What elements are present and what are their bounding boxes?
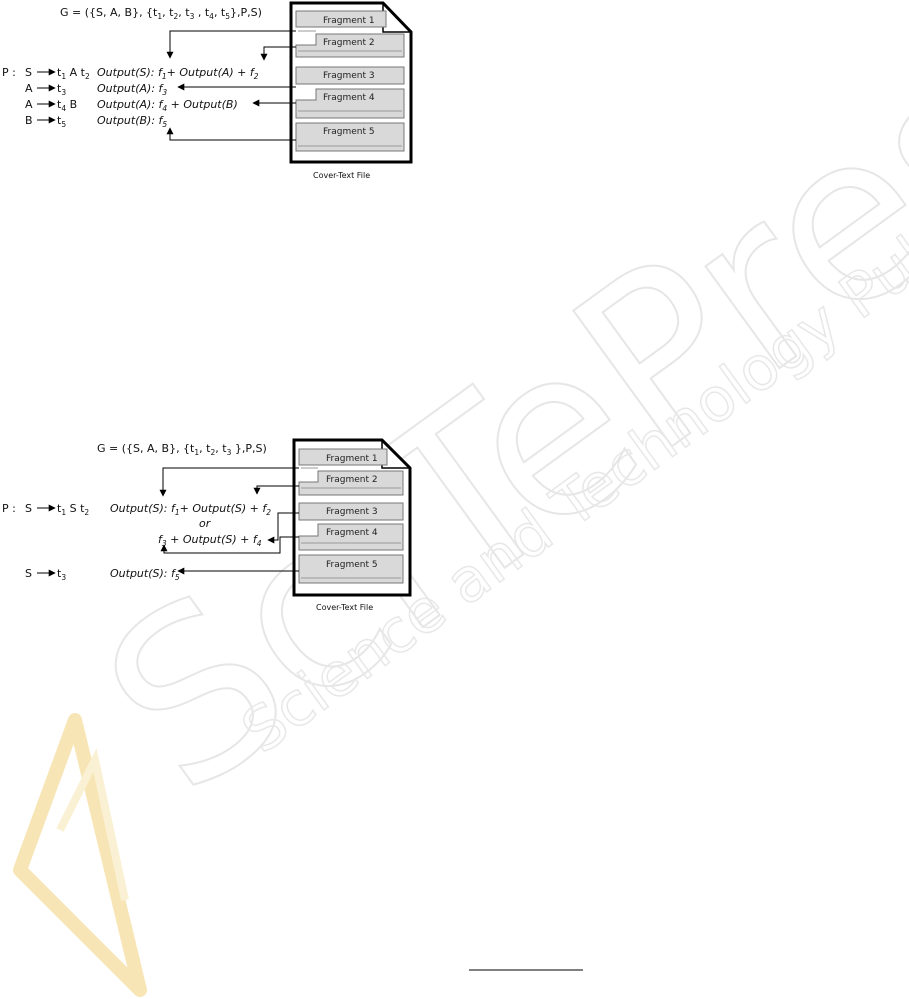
svg-text:Fragment 4: Fragment 4	[326, 528, 378, 538]
bottom-fragments: Fragment 1 Fragment 2 Fragment 3 Fragmen…	[298, 448, 404, 584]
svg-text:Fragment 5: Fragment 5	[323, 127, 375, 137]
bottom-grammar: G = ({S, A, B}, {t1, t2, t3 },P,S)	[97, 442, 267, 457]
bottom-rules-label: P :	[2, 502, 16, 515]
svg-text:Fragment 2: Fragment 2	[326, 475, 378, 485]
top-cover-text-file: Fragment 1 Fragment 2 Fragment 3 Fragmen…	[289, 1, 413, 164]
svg-text:Fragment 4: Fragment 4	[323, 93, 375, 103]
top-rule-3: A t4 B	[25, 98, 77, 113]
top-caption: Cover-Text File	[313, 171, 370, 180]
svg-text:t3: t3	[57, 567, 66, 582]
top-grammar: G = ({S, A, B}, {t1, t2, t3 , t4, t5},P,…	[60, 6, 262, 21]
svg-text:Fragment 5: Fragment 5	[326, 560, 378, 570]
fragment-2: Fragment 2	[295, 33, 405, 58]
svg-text:Fragment 2: Fragment 2	[323, 38, 375, 48]
svg-text:Fragment 1: Fragment 1	[323, 16, 375, 26]
svg-text:t3: t3	[57, 82, 66, 97]
top-output-3: Output(A): f4 + Output(B)	[97, 98, 238, 113]
bottom-output-3: Output(S): f5	[110, 567, 180, 582]
svg-text:t1 A t2: t1 A t2	[57, 66, 90, 81]
fragment-3: Fragment 3	[298, 502, 404, 521]
svg-text:S: S	[25, 66, 32, 79]
fragment-1: Fragment 1	[298, 448, 388, 469]
top-rule-2: A t3	[25, 82, 66, 97]
watermark-logo	[13, 713, 147, 997]
fragment-4: Fragment 4	[295, 88, 405, 119]
top-diagram: G = ({S, A, B}, {t1, t2, t3 , t4, t5},P,…	[2, 1, 413, 180]
fragment-5: Fragment 5	[295, 122, 405, 152]
svg-text:B: B	[25, 114, 33, 127]
top-output-2: Output(A): f3	[97, 82, 167, 97]
bottom-cover-text-file: Fragment 1 Fragment 2 Fragment 3 Fragmen…	[292, 438, 412, 597]
fragment-3: Fragment 3	[295, 66, 405, 85]
fragment-1: Fragment 1	[295, 10, 387, 32]
svg-text:t5: t5	[57, 114, 66, 129]
fragment-5: Fragment 5	[298, 554, 404, 584]
fragment-2: Fragment 2	[298, 470, 404, 496]
bottom-rule-1: S t1 S t2	[25, 502, 89, 517]
top-arrows	[166, 30, 296, 141]
svg-text:Fragment 3: Fragment 3	[326, 507, 378, 517]
fragment-4: Fragment 4	[298, 523, 404, 551]
bottom-caption: Cover-Text File	[316, 603, 373, 612]
bottom-output-2: f3 + Output(S) + f4	[158, 533, 262, 548]
top-output-4: Output(B): f5	[97, 114, 167, 129]
top-rule-4: B t5	[25, 114, 66, 129]
svg-text:t4 B: t4 B	[57, 98, 77, 113]
bottom-output-1: Output(S): f1+ Output(S) + f2	[110, 502, 271, 517]
svg-text:t1 S t2: t1 S t2	[57, 502, 89, 517]
bottom-output-or: or	[199, 517, 212, 530]
svg-text:Fragment 1: Fragment 1	[326, 454, 378, 464]
svg-text:A: A	[25, 82, 33, 95]
svg-text:Fragment 3: Fragment 3	[323, 71, 375, 81]
top-output-1: Output(S): f1+ Output(A) + f2	[97, 66, 259, 81]
top-rule-1: S t1 A t2	[25, 66, 90, 81]
svg-text:S: S	[25, 567, 32, 580]
top-fragments: Fragment 1 Fragment 2 Fragment 3 Fragmen…	[295, 10, 405, 152]
svg-text:A: A	[25, 98, 33, 111]
watermark-big-text: SciTePress	[60, 0, 909, 844]
svg-text:S: S	[25, 502, 32, 515]
bottom-arrows	[159, 467, 299, 575]
top-rules-label: P :	[2, 66, 16, 79]
bottom-rule-2: S t3	[25, 567, 66, 582]
watermark: SciTePress Science and Technology Public…	[13, 0, 909, 997]
